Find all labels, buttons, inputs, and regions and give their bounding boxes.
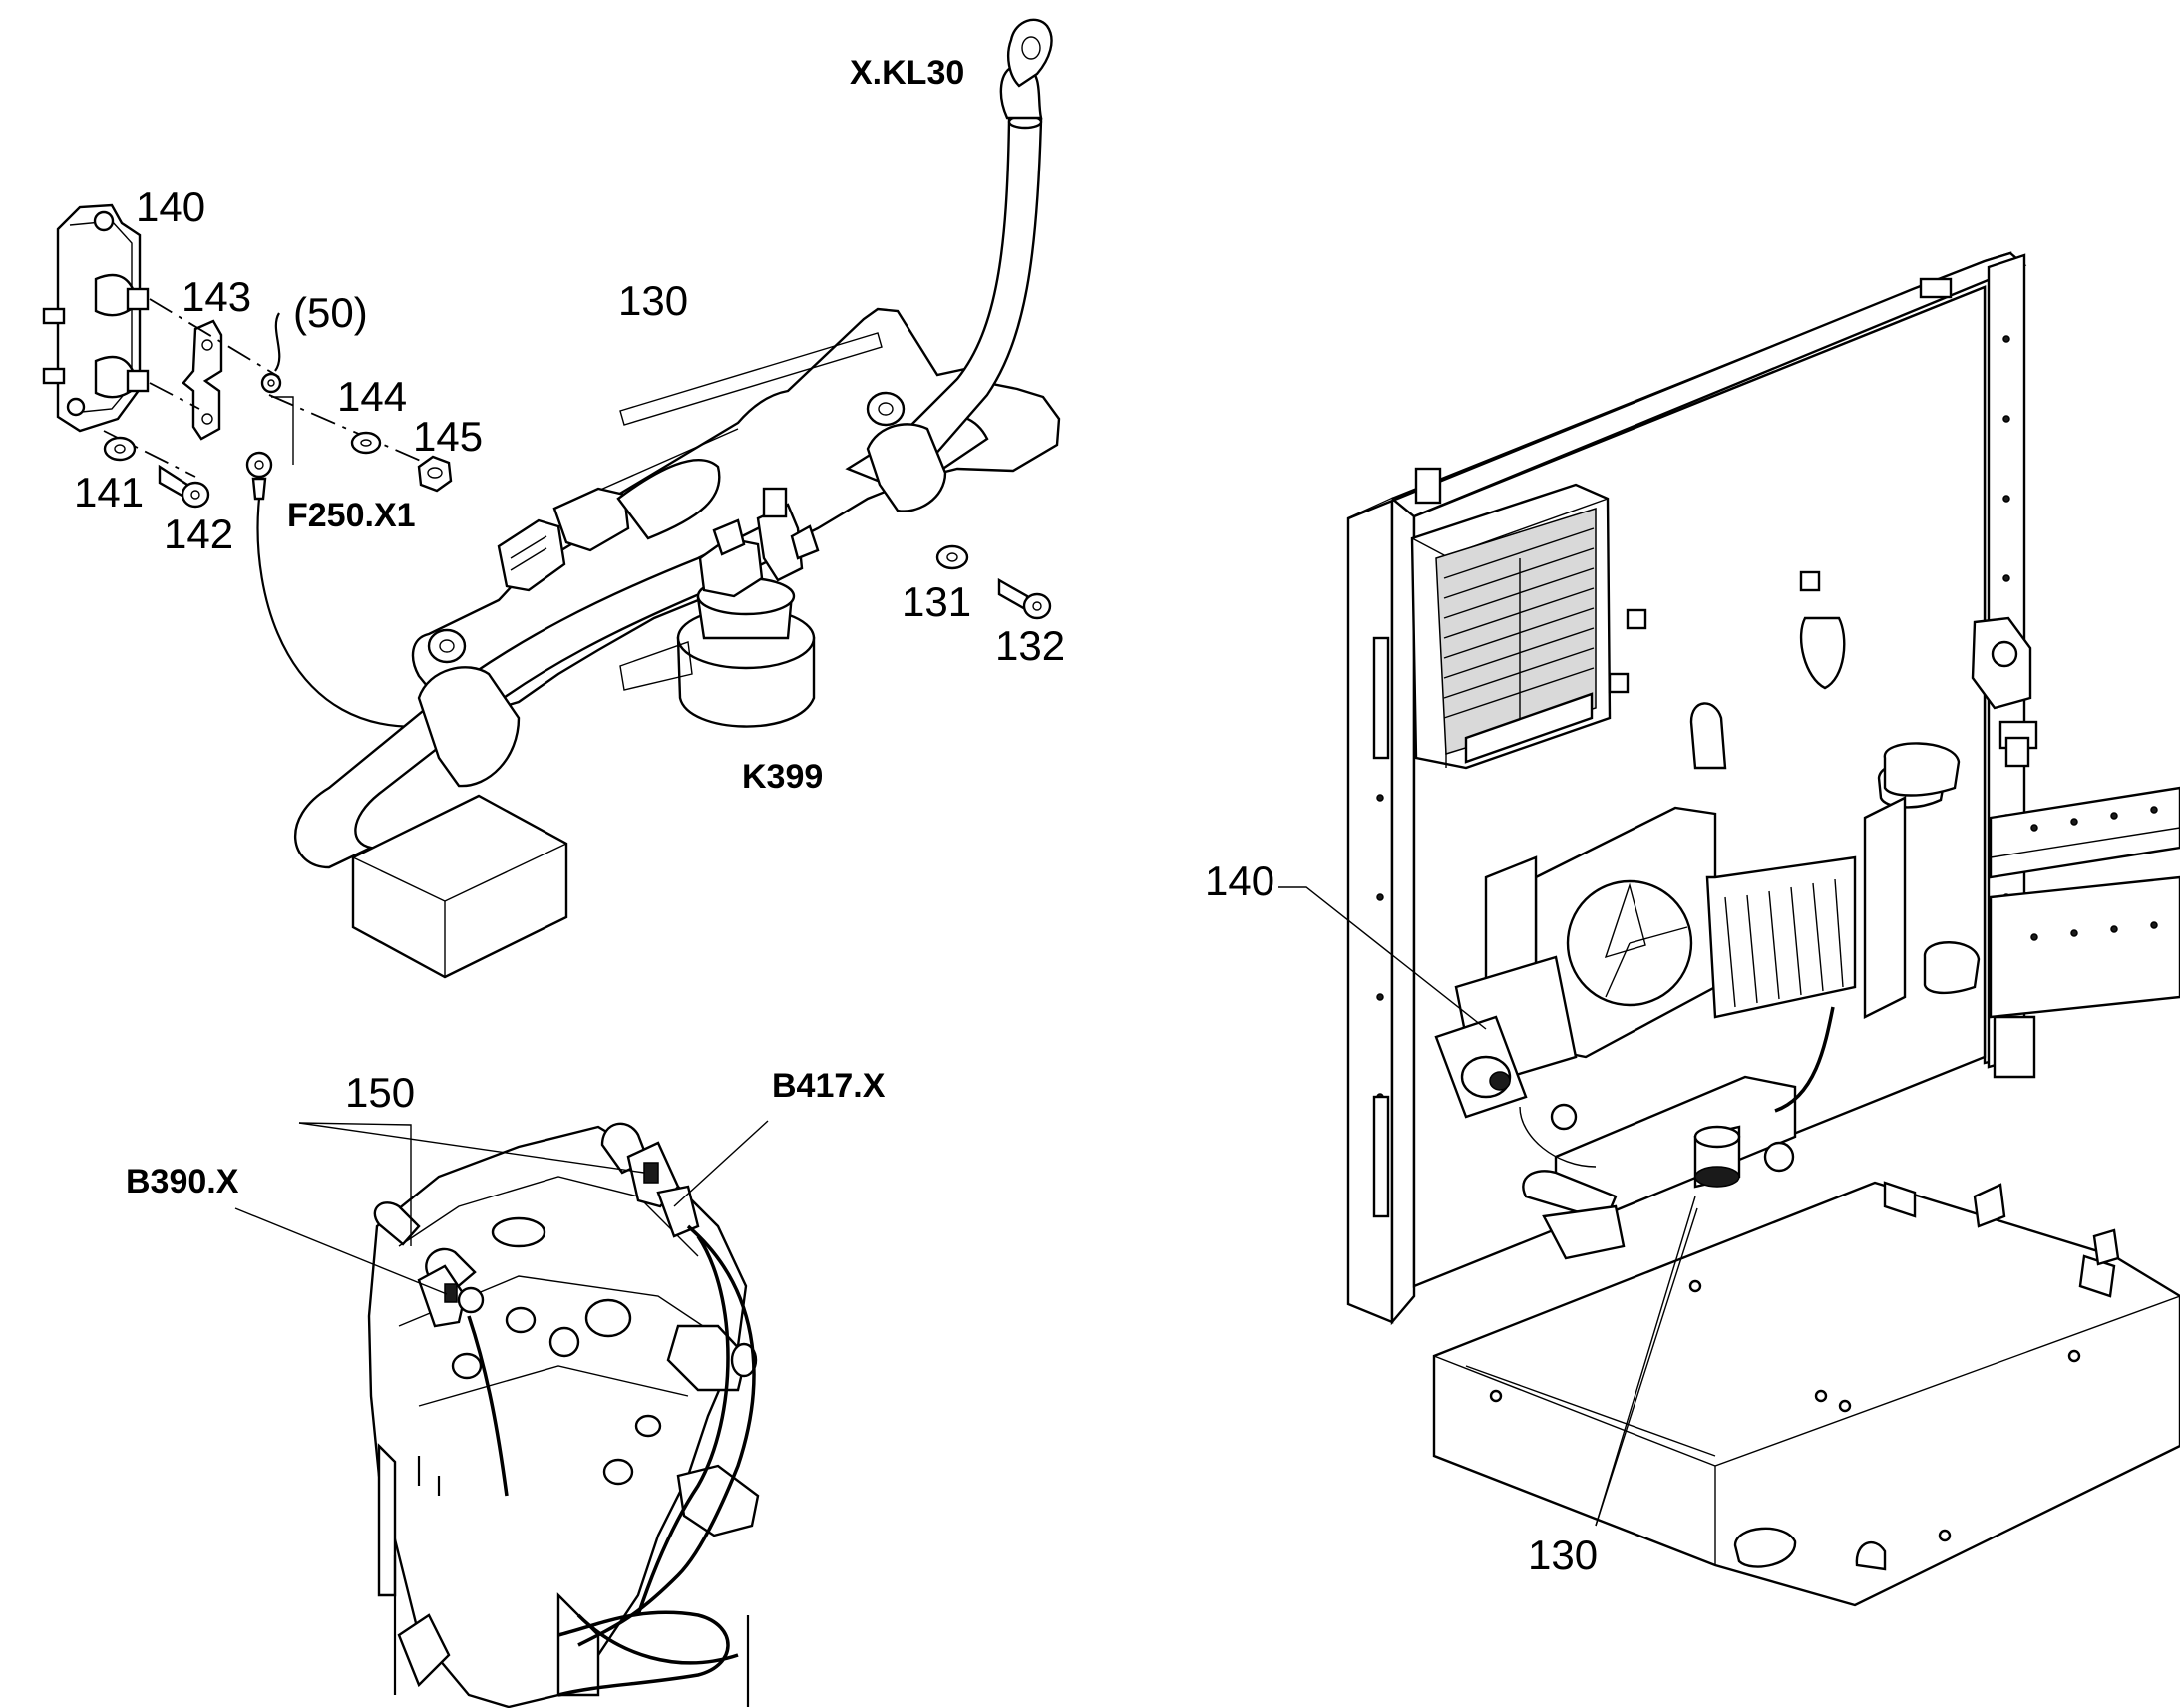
ecu-module [1410, 483, 1612, 770]
label-50: (50) [293, 289, 368, 336]
label-143: 143 [182, 273, 251, 320]
label-132: 132 [995, 622, 1065, 669]
screw-132 [997, 577, 1052, 620]
label-140-top: 140 [136, 183, 205, 230]
label-150: 150 [345, 1069, 415, 1116]
bracket-connector [497, 487, 630, 592]
label-b417-x: B417.X [772, 1067, 886, 1105]
label-144: 144 [337, 373, 407, 420]
label-130-right: 130 [1528, 1532, 1598, 1578]
base-frame [1432, 1181, 2180, 1607]
washer-141 [103, 436, 137, 462]
sensor-b390 [417, 1264, 485, 1328]
ground-wire-f250 [245, 451, 430, 728]
mounted-relay-130 [1519, 1006, 1835, 1260]
sensor-b417 [626, 1141, 700, 1238]
callout-labels: 140 143 (50) 130 144 145 141 142 F250.X1… [74, 54, 1598, 1578]
screw-142 [158, 464, 210, 509]
relay-board [1434, 742, 1981, 1119]
nut-145 [417, 455, 453, 493]
relay-k399 [619, 487, 820, 728]
relay-assembly-exploded [42, 18, 1061, 979]
label-f250-x1: F250.X1 [287, 497, 416, 534]
clamp-right [866, 391, 947, 512]
label-k399: K399 [742, 758, 823, 796]
label-130-top: 130 [618, 277, 688, 324]
control-box [351, 794, 568, 979]
cabinet-overview [1346, 251, 2180, 1607]
label-142: 142 [164, 511, 233, 557]
label-x-kl30: X.KL30 [850, 54, 964, 92]
lug-x-kl30 [1007, 18, 1053, 88]
label-140-right: 140 [1205, 857, 1274, 904]
hydraulic-pump-sensors [367, 1122, 760, 1708]
washer-131 [935, 544, 969, 570]
washer-144 [350, 431, 382, 455]
label-131: 131 [902, 578, 971, 625]
side-rack [1989, 786, 2180, 1079]
label-141: 141 [74, 469, 144, 515]
clamp-left [417, 628, 521, 788]
fuse-143 [182, 319, 223, 441]
label-145: 145 [413, 413, 483, 460]
label-b390-x: B390.X [126, 1163, 239, 1200]
cable-lug-50 [260, 312, 282, 394]
leader-lines [234, 886, 1698, 1527]
fuse-holder-140 [42, 203, 150, 433]
